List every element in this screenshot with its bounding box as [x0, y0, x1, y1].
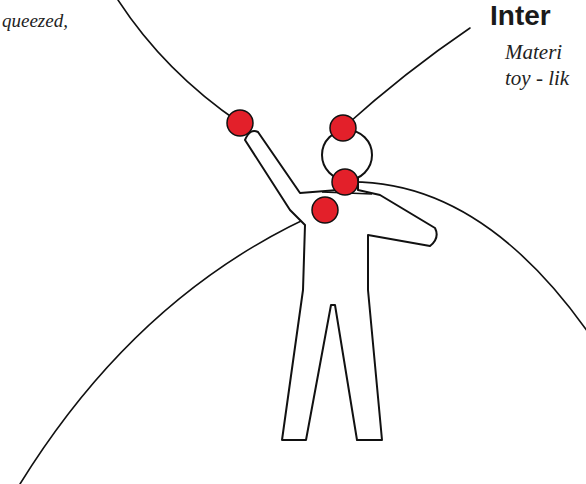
caption-fragment: queezed, [2, 10, 68, 32]
sensor-dot [330, 115, 356, 141]
leader-line [343, 28, 470, 128]
sensor-dot [312, 197, 338, 223]
body-fragment-wrap: Materi [505, 40, 562, 65]
heading-fragment: Inter [490, 0, 551, 32]
body-fragment: toy - lik [505, 66, 569, 91]
body-fragment: Materi [505, 40, 562, 65]
caption-fragment-wrap: queezed, [2, 10, 68, 32]
sensor-dot [227, 110, 253, 136]
sensor-dot [332, 169, 358, 195]
leader-line [20, 210, 325, 484]
doll-body [245, 131, 437, 440]
leader-line [118, 0, 240, 123]
heading-fragment-wrap: Inter [490, 0, 551, 32]
body-fragment-wrap: toy - lik [505, 66, 569, 91]
